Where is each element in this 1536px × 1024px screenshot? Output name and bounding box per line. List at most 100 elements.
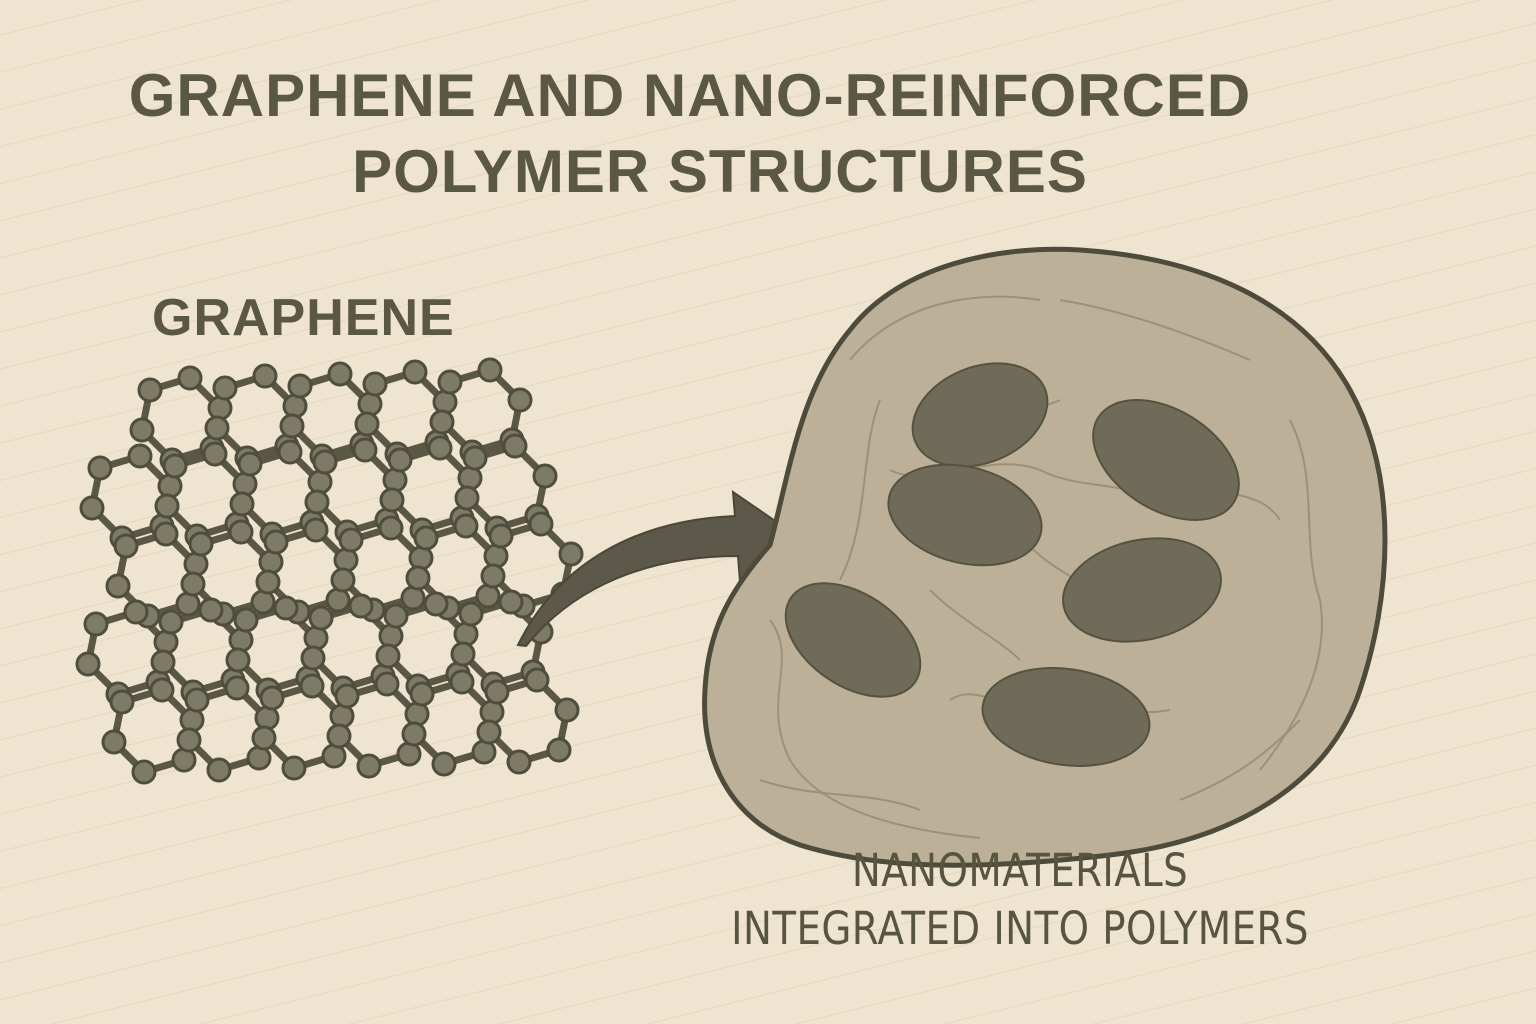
carbon-atom-icon [176,727,202,753]
carbon-atom-icon [180,571,206,597]
carbon-atom-icon [429,409,455,435]
carbon-atom-icon [326,723,352,749]
carbon-atom-icon [303,625,329,651]
carbon-atom-icon [432,389,458,415]
carbon-atom-icon [228,519,254,545]
carbon-atom-icon [402,359,428,385]
carbon-atom-icon [480,563,506,589]
carbon-atom-icon [277,439,303,465]
carbon-atom-icon [409,681,435,707]
carbon-atom-icon [153,629,179,655]
carbon-atom-icon [457,465,483,491]
carbon-atom-icon [462,445,488,471]
carbon-atom-icon [507,387,533,413]
carbon-atom-icon [184,687,210,713]
carbon-atom-icon [458,601,484,627]
polymer-blob-icon [702,246,1388,868]
carbon-atom-icon [453,621,479,647]
carbon-atom-icon [246,745,272,771]
carbon-atom-icon [299,673,325,699]
graphene-label: GRAPHENE [152,289,455,347]
carbon-atom-icon [479,699,505,725]
carbon-atom-icon [303,517,329,543]
carbon-atom-icon [558,541,584,567]
carbon-atom-icon [150,649,176,675]
carbon-atom-icon [449,669,475,695]
carbon-atom-icon [338,527,364,553]
page-title: GRAPHENE AND NANO-REINFORCED POLYMER STR… [0,58,1380,210]
carbon-atom-icon [554,697,580,723]
carbon-atom-icon [300,645,326,671]
carbon-atom-icon [404,701,430,727]
carbon-atom-icon [188,531,214,557]
carbon-atom-icon [408,545,434,571]
carbon-atom-icon [450,641,476,667]
carbon-atom-icon [129,417,155,443]
carbon-atom-icon [475,583,501,609]
carbon-atom-icon [251,725,277,751]
carbon-atom-icon [356,753,382,779]
carbon-atom-icon [204,415,230,441]
carbon-atom-icon [454,485,480,511]
carbon-atom-icon [83,611,109,637]
carbon-atom-icon [255,569,281,595]
carbon-atom-icon [484,679,510,705]
carbon-atom-icon [202,441,228,467]
carbon-atom-icon [207,395,233,421]
carbon-atom-icon [405,565,431,591]
carbon-atom-icon [528,511,554,537]
carbon-atom-icon [233,607,259,633]
carbon-atom-icon [157,473,183,499]
carbon-atom-icon [109,689,135,715]
carbon-atom-icon [281,755,307,781]
carbon-atom-icon [273,595,299,621]
carbon-atom-icon [387,447,413,473]
carbon-atom-icon [431,751,457,777]
carbon-atom-icon [382,467,408,493]
carbon-atom-icon [378,623,404,649]
carbon-atom-icon [258,549,284,575]
carbon-atom-icon [375,643,401,669]
carbon-atom-icon [498,589,524,615]
carbon-atom-icon [401,721,427,747]
carbon-atom-icon [229,491,255,517]
carbon-atom-icon [506,749,532,775]
carbon-atom-icon [263,529,289,555]
carbon-atom-icon [153,521,179,547]
carbon-atom-icon [307,469,333,495]
carbon-atom-icon [175,591,201,617]
carbon-atom-icon [131,759,157,785]
carbon-atom-icon [308,605,334,631]
carbon-atom-icon [379,487,405,513]
carbon-atom-icon [396,741,422,767]
carbon-atom-icon [532,463,558,489]
caption-line-1: NANOMATERIALS [851,844,1189,897]
carbon-atom-icon [476,719,502,745]
carbon-atom-icon [177,365,203,391]
carbon-atom-icon [79,495,105,521]
carbon-atom-icon [212,375,238,401]
carbon-atom-icon [321,743,347,769]
carbon-atom-icon [304,489,330,515]
carbon-atom-icon [488,523,514,549]
carbon-atom-icon [127,443,153,469]
carbon-atom-icon [453,513,479,539]
carbon-atom-icon [334,683,360,709]
carbon-atom-icon [327,361,353,387]
carbon-atom-icon [546,737,572,763]
carbon-atom-icon [87,455,113,481]
carbon-atom-icon [113,533,139,559]
carbon-atom-icon [154,493,180,519]
carbon-atom-icon [137,377,163,403]
carbon-atom-icon [179,707,205,733]
carbon-atom-icon [502,433,528,459]
carbon-atom-icon [374,671,400,697]
caption-line-2: INTEGRATED INTO POLYMERS [731,902,1309,955]
carbon-atom-icon [329,703,355,729]
carbon-atom-icon [259,685,285,711]
carbon-atom-icon [123,599,149,625]
carbon-atom-icon [237,451,263,477]
carbon-atom-icon [225,647,251,673]
carbon-atom-icon [312,449,338,475]
carbon-atom-icon [477,357,503,383]
